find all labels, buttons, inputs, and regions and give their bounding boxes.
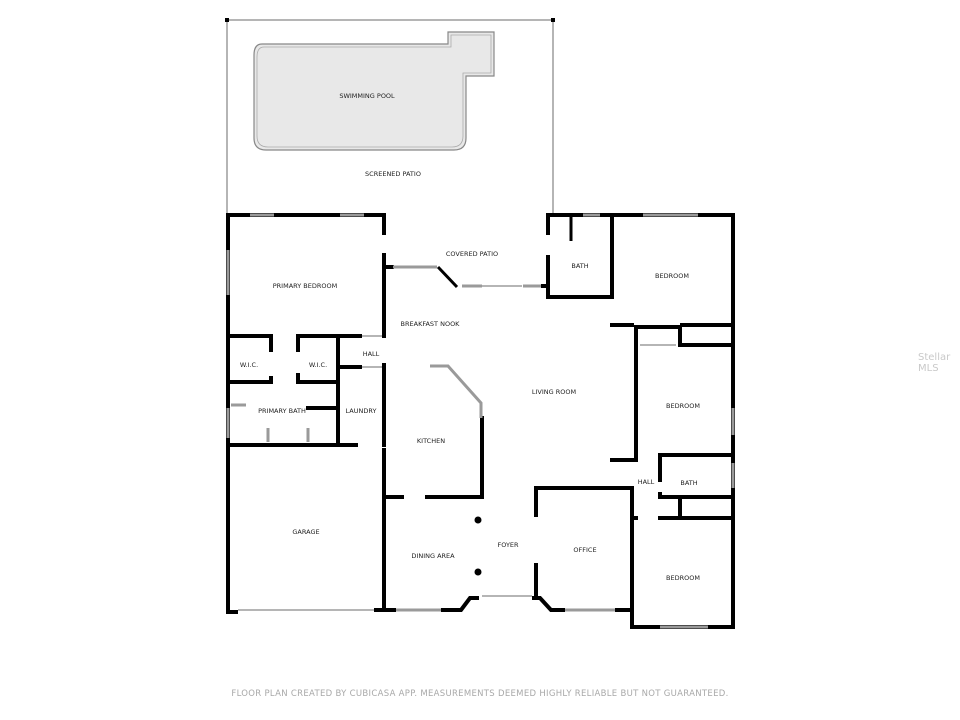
column: [474, 516, 482, 524]
label-primary-bedroom: PRIMARY BEDROOM: [273, 282, 337, 290]
label-laundry: LAUNDRY: [346, 407, 377, 415]
label-bedroom-bottom: BEDROOM: [666, 574, 700, 582]
label-covered-patio: COVERED PATIO: [446, 250, 498, 258]
label-office: OFFICE: [573, 546, 596, 554]
walls: [226, 213, 735, 629]
screened-patio-enclosure: [225, 18, 555, 215]
label-hall-right: HALL: [638, 478, 655, 486]
label-swimming-pool: SWIMMING POOL: [339, 92, 395, 100]
watermark: Stellar MLS: [918, 352, 951, 374]
label-kitchen: KITCHEN: [417, 437, 445, 445]
label-screened-patio: SCREENED PATIO: [365, 170, 421, 178]
footer-disclaimer: FLOOR PLAN CREATED BY CUBICASA APP. MEAS…: [231, 689, 729, 699]
label-bedroom-top: BEDROOM: [655, 272, 689, 280]
label-living-room: LIVING ROOM: [532, 388, 576, 396]
swimming-pool-shape: [253, 31, 495, 151]
label-breakfast-nook: BREAKFAST NOOK: [401, 320, 461, 328]
label-wic-right: W.I.C.: [309, 361, 327, 369]
label-bedroom-middle: BEDROOM: [666, 402, 700, 410]
label-hall-left: HALL: [363, 350, 380, 358]
column: [474, 568, 482, 576]
label-bath-right: BATH: [680, 479, 697, 487]
label-wic-left: W.I.C.: [240, 361, 258, 369]
label-bath-top: BATH: [571, 262, 588, 270]
label-garage: GARAGE: [292, 528, 319, 536]
label-foyer: FOYER: [497, 541, 519, 549]
label-dining-area: DINING AREA: [411, 552, 455, 560]
label-primary-bath: PRIMARY BATH: [258, 407, 306, 415]
